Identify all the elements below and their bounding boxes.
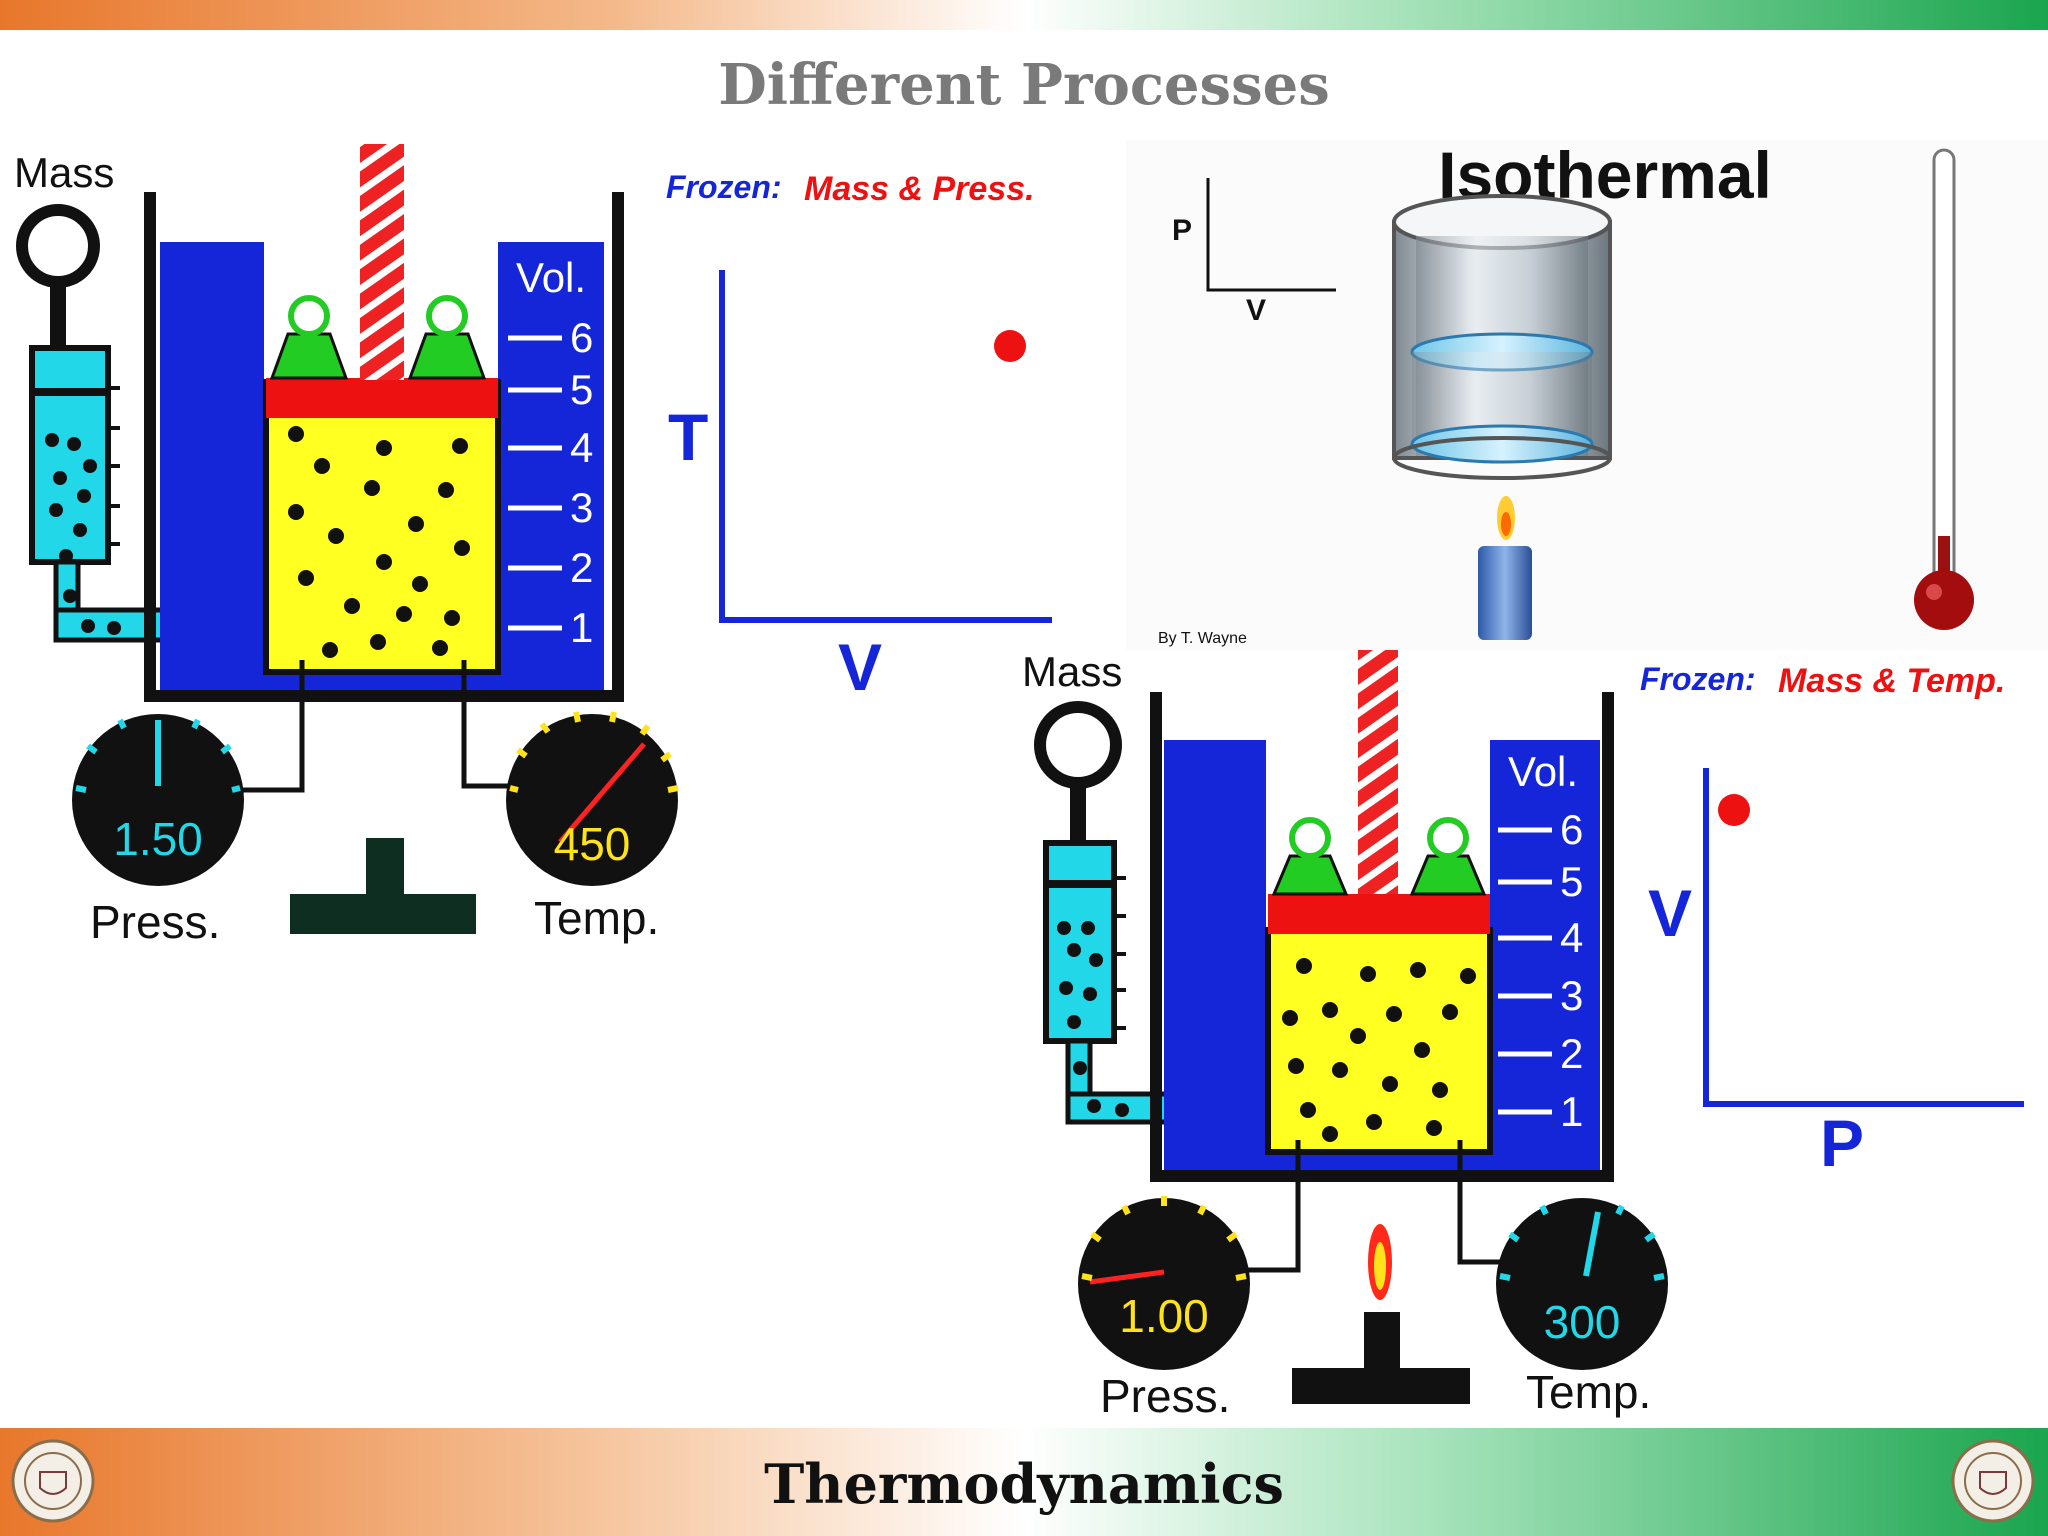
mini-pv-axes <box>1206 178 1336 292</box>
x-axis-label: P <box>1820 1106 1864 1180</box>
pressure-value: 1.00 <box>1119 1290 1209 1342</box>
mass-label: Mass <box>14 149 114 196</box>
burner-stand <box>290 838 476 934</box>
isothermal-vp-graph: Frozen: Mass & Temp. V P <box>1640 661 2024 1180</box>
graph-axes <box>719 270 1052 623</box>
water-tank: Vol. 6 5 4 3 2 1 <box>1150 650 1614 1182</box>
mass-label: Mass <box>1022 648 1122 695</box>
temperature-label: Temp. <box>534 892 659 944</box>
x-axis-label: V <box>838 630 882 704</box>
top-color-band <box>0 0 2048 30</box>
isothermal-animation: Isothermal P V By T. Wayne <box>1126 138 2048 650</box>
pressure-label: Press. <box>1100 1370 1230 1422</box>
isothermal-apparatus: Mass <box>1022 648 1668 1422</box>
vol-tick: 6 <box>570 314 593 361</box>
pressure-value: 1.50 <box>113 813 203 865</box>
glass-cylinder <box>1392 194 1612 480</box>
volume-scale-label: Vol. <box>1508 748 1578 795</box>
vol-tick: 5 <box>570 366 593 413</box>
vol-tick: 1 <box>1560 1088 1583 1135</box>
temperature-gauge: 300 <box>1496 1198 1668 1370</box>
burner-flame-icon <box>1368 1224 1392 1300</box>
volume-scale-label: Vol. <box>516 254 586 301</box>
mini-v-label: V <box>1246 294 1266 327</box>
y-axis-label: T <box>668 400 708 474</box>
pressure-gauge: 1.00 <box>1078 1196 1250 1370</box>
bottom-color-band <box>0 1428 2048 1536</box>
slide-title: Different Processes <box>718 52 1330 118</box>
frozen-prefix: Frozen: <box>666 169 782 205</box>
state-point <box>994 330 1026 362</box>
vol-tick: 3 <box>570 484 593 531</box>
footer-title: Thermodynamics <box>764 1452 1284 1516</box>
university-seal-right-icon <box>1951 1439 2035 1523</box>
temperature-gauge: 450 <box>506 711 679 886</box>
frozen-variables: Mass & Temp. <box>1778 662 2005 700</box>
pressure-label: Press. <box>90 896 220 948</box>
isobaric-apparatus: Mass <box>14 144 679 948</box>
isobaric-tv-graph: Frozen: Mass & Press. T V <box>666 169 1052 704</box>
university-seal-left-icon <box>11 1439 95 1523</box>
pressure-gauge: 1.50 <box>72 714 244 886</box>
burner-stand <box>1292 1312 1470 1404</box>
vol-tick: 2 <box>570 544 593 591</box>
vol-tick: 1 <box>570 604 593 651</box>
temperature-label: Temp. <box>1526 1366 1651 1418</box>
temperature-value: 450 <box>554 818 631 870</box>
graph-axes <box>1703 768 2024 1107</box>
mini-p-label: P <box>1172 214 1192 247</box>
frozen-prefix: Frozen: <box>1640 661 1756 697</box>
temperature-value: 300 <box>1544 1296 1621 1348</box>
frozen-variables: Mass & Press. <box>804 170 1035 208</box>
vol-tick: 6 <box>1560 806 1583 853</box>
candle-icon <box>1478 496 1532 640</box>
animation-credit: By T. Wayne <box>1158 630 1247 647</box>
state-point <box>1718 794 1750 826</box>
thermometer-icon <box>1914 148 1974 630</box>
mass-syringe <box>1034 701 1285 1125</box>
vol-tick: 3 <box>1560 972 1583 1019</box>
vol-tick: 2 <box>1560 1030 1583 1077</box>
vol-tick: 4 <box>570 424 593 471</box>
vol-tick: 4 <box>1560 914 1583 961</box>
water-tank: Vol. 6 5 4 3 2 1 <box>144 144 624 702</box>
vol-tick: 5 <box>1560 858 1583 905</box>
y-axis-label: V <box>1648 876 1692 950</box>
